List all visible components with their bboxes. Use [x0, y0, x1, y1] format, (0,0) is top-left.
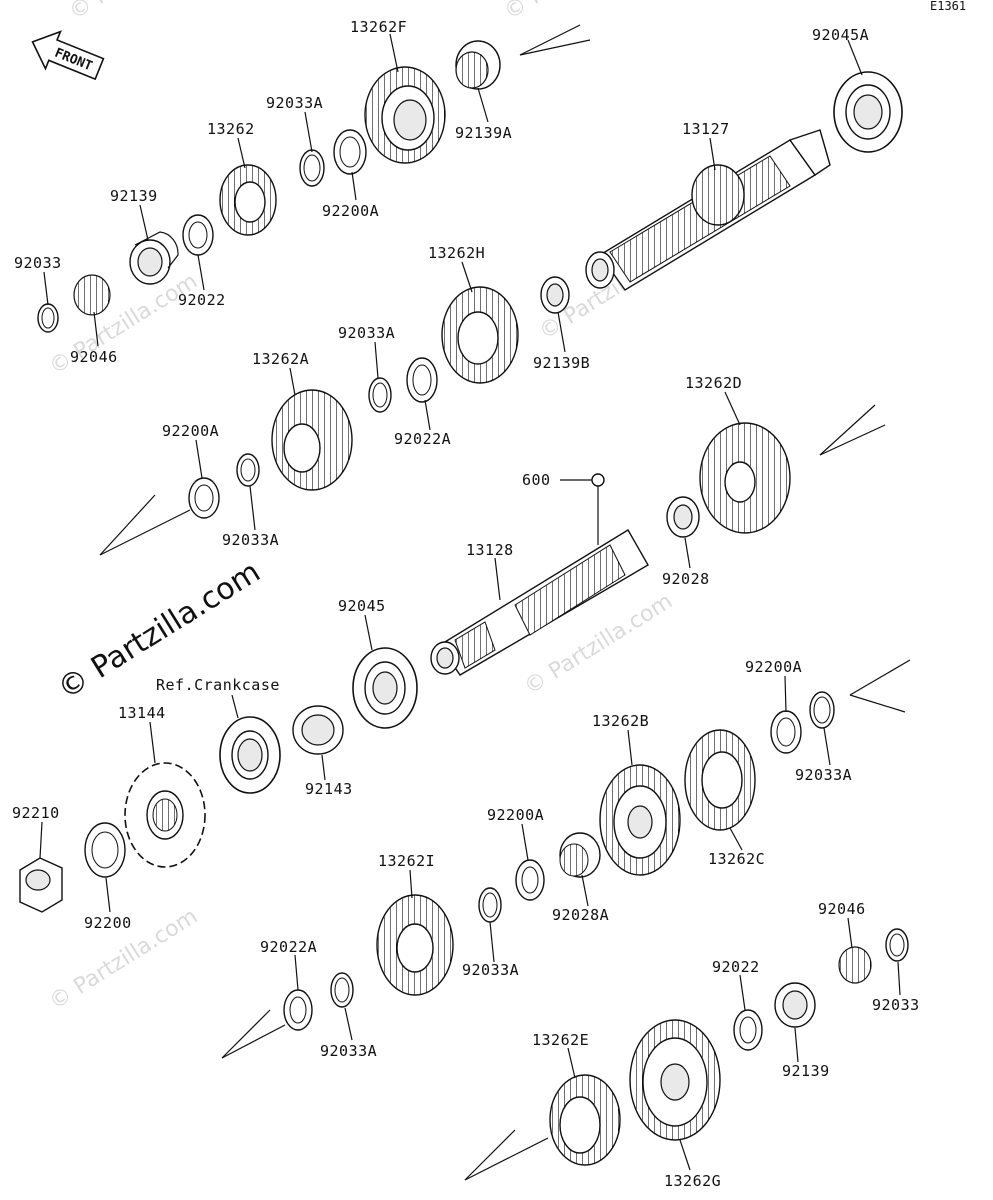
circlip-icon [330, 972, 354, 1008]
watermark: © Partzilla.com [65, 0, 222, 25]
part-label-13262H: 13262H [428, 244, 485, 262]
circlip-icon [809, 691, 835, 729]
gear-icon [441, 286, 519, 384]
part-label-13262G: 13262G [664, 1172, 721, 1190]
part-label-92022: 92022 [178, 291, 226, 309]
part-label-92045: 92045 [338, 597, 386, 615]
gear-icon [549, 1074, 621, 1166]
sprocket-icon [124, 762, 206, 868]
part-label-13262A: 13262A [252, 350, 309, 368]
circlip-icon [299, 149, 325, 187]
part-label-92033: 92033 [14, 254, 62, 272]
bearing-icon [833, 71, 903, 153]
oil-seal-icon [219, 716, 281, 794]
needle-bearing-icon [455, 40, 501, 90]
washer-icon [733, 1009, 763, 1051]
part-label-92200A: 92200A [162, 422, 219, 440]
circlip-icon [368, 377, 392, 413]
bearing-icon [352, 647, 418, 729]
part-label-13262F: 13262F [350, 18, 407, 36]
needle-bearing-icon [559, 832, 601, 878]
watermark: © Partzilla.com [45, 269, 202, 380]
part-label-92045A: 92045A [812, 26, 869, 44]
part-label-92046: 92046 [70, 348, 118, 366]
diagram-code: E1361 [930, 0, 966, 13]
part-label-13262D: 13262D [685, 374, 742, 392]
washer-icon [770, 710, 802, 754]
washer-icon [182, 214, 214, 256]
part-label-92022A: 92022A [394, 430, 451, 448]
needle-bearing-icon [838, 946, 872, 984]
leader-lines [39, 33, 901, 1171]
circlip-icon [236, 453, 260, 487]
washer-icon [188, 477, 220, 519]
circlip-icon [478, 887, 502, 923]
gear-icon [629, 1019, 721, 1141]
part-labels: 13262F 92045A 92033A 13262 92139A 13127 … [12, 18, 920, 1190]
circlip-icon [37, 303, 59, 333]
front-arrow-icon: FRONT [31, 30, 105, 81]
part-label-92139: 92139 [110, 187, 158, 205]
part-label-92033A: 92033A [266, 94, 323, 112]
part-label-92033: 92033 [872, 996, 920, 1014]
part-label-92139A: 92139A [455, 124, 512, 142]
part-label-13262I: 13262I [378, 852, 435, 870]
input-shaft-icon [430, 529, 649, 676]
bushing-icon [129, 231, 179, 285]
part-label-92139: 92139 [782, 1062, 830, 1080]
washer-icon [84, 822, 126, 878]
washer-icon [283, 989, 313, 1031]
part-label-92200: 92200 [84, 914, 132, 932]
part-600-marker [591, 473, 605, 487]
part-label-13128: 13128 [466, 541, 514, 559]
bushing-icon [540, 276, 570, 314]
watermark: © Partzilla.com [500, 0, 657, 25]
part-label-92033A: 92033A [222, 531, 279, 549]
part-label-92200A: 92200A [322, 202, 379, 220]
gear-icon [376, 894, 454, 996]
washer-icon [333, 129, 367, 175]
circlip-icon [885, 928, 909, 962]
part-label-13144: 13144 [118, 704, 166, 722]
part-label-92033A: 92033A [795, 766, 852, 784]
part-label-13127: 13127 [682, 120, 730, 138]
part-label-92046: 92046 [818, 900, 866, 918]
part-label-92022A: 92022A [260, 938, 317, 956]
part-label-92139B: 92139B [533, 354, 590, 372]
bushing-icon [666, 496, 700, 538]
gear-icon [271, 389, 353, 491]
part-label-92210: 92210 [12, 804, 60, 822]
gear-icon [364, 66, 446, 164]
gear-icon [219, 164, 277, 236]
washer-icon [515, 859, 545, 901]
part-label-92028: 92028 [662, 570, 710, 588]
part-label-92022: 92022 [712, 958, 760, 976]
part-label-92028A: 92028A [552, 906, 609, 924]
part-label-92143: 92143 [305, 780, 353, 798]
part-label-92033A: 92033A [462, 961, 519, 979]
bushing-icon [774, 982, 816, 1028]
collar-icon [292, 705, 344, 755]
part-label-13262B: 13262B [592, 712, 649, 730]
needle-bearing-icon [73, 274, 111, 316]
gear-icon [599, 764, 681, 876]
nut-icon [19, 857, 63, 913]
gear-icon [691, 164, 745, 226]
part-label-92033A: 92033A [338, 324, 395, 342]
part-label-13262E: 13262E [532, 1031, 589, 1049]
part-label-92200A: 92200A [745, 658, 802, 676]
ref-crankcase-note: Ref.Crankcase [156, 676, 280, 694]
washer-icon [406, 357, 438, 403]
part-label-92033A: 92033A [320, 1042, 377, 1060]
part-label-600: 600 [522, 471, 551, 489]
part-label-13262: 13262 [207, 120, 255, 138]
gear-icon [684, 729, 756, 831]
part-label-92200A: 92200A [487, 806, 544, 824]
part-label-13262C: 13262C [708, 850, 765, 868]
gear-icon [699, 422, 791, 534]
